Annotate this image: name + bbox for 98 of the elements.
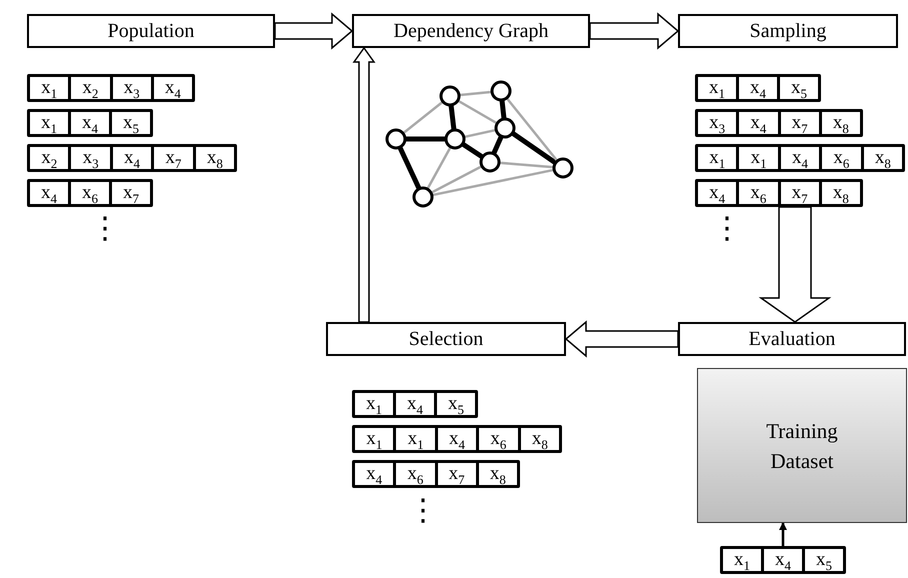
variable-cell-text: x$_{3}$ bbox=[708, 112, 726, 134]
variable-cell: x$_{6}$ bbox=[476, 428, 518, 450]
variable-cell: x$_{4}$ bbox=[110, 147, 152, 169]
variable-cell: x$_{1}$ bbox=[393, 428, 435, 450]
variable-cell: x$_{8}$ bbox=[818, 112, 860, 134]
variable-cell: x$_{7}$ bbox=[109, 182, 150, 204]
graph-vertex bbox=[552, 158, 574, 178]
variable-row bbox=[352, 425, 562, 453]
graph-vertex bbox=[494, 118, 516, 138]
graph-edge bbox=[402, 100, 444, 134]
variable-cell: x$_{5}$ bbox=[109, 112, 150, 134]
variable-row bbox=[352, 390, 478, 418]
variable-cell: x$_{8}$ bbox=[818, 182, 860, 204]
graph-vertex bbox=[412, 186, 434, 208]
dataset-box bbox=[697, 368, 907, 523]
variable-cell: x$_{8}$ bbox=[476, 463, 517, 485]
arrow bbox=[779, 522, 787, 546]
variable-cell-text: x$_{4}$ bbox=[708, 182, 726, 204]
stage-header: Population bbox=[27, 14, 275, 48]
graph-edge bbox=[458, 90, 492, 96]
variable-cell: x$_{6}$ bbox=[819, 147, 861, 169]
dataset-label: Training Dataset bbox=[765, 418, 839, 474]
ellipsis-dots: ⋮ bbox=[712, 212, 742, 246]
variable-row bbox=[27, 74, 195, 102]
variable-cell: x$_{4}$ bbox=[150, 77, 192, 99]
graph-edge bbox=[511, 131, 557, 165]
variable-cell-text: x$_{1}$ bbox=[708, 77, 726, 99]
graph-edge bbox=[506, 97, 558, 162]
graph-edge bbox=[405, 136, 446, 142]
variable-row bbox=[695, 74, 821, 102]
variable-cell: x$_{4}$ bbox=[393, 393, 434, 415]
variable-cell: x$_{7}$ bbox=[778, 182, 819, 204]
variable-cell: x$_{6}$ bbox=[393, 463, 434, 485]
variable-cell: x$_{4}$ bbox=[736, 77, 777, 99]
graph-vertex bbox=[444, 128, 466, 150]
variable-cell: x$_{4}$ bbox=[434, 428, 476, 450]
variable-cell-text: x$_{4}$ bbox=[40, 182, 58, 204]
variable-row bbox=[352, 460, 520, 488]
variable-cell-text: x$_{1}$ bbox=[365, 428, 384, 450]
variable-row bbox=[695, 179, 863, 207]
graph-vertex bbox=[440, 86, 460, 106]
variable-cell: x$_{7}$ bbox=[151, 147, 193, 169]
variable-cell: x$_{8}$ bbox=[860, 147, 902, 169]
variable-row bbox=[695, 109, 863, 137]
graph-vertex bbox=[386, 128, 406, 150]
graph-edge bbox=[464, 128, 496, 138]
variable-cell-text: x$_{1}$ bbox=[708, 147, 726, 169]
variable-row bbox=[695, 144, 905, 172]
variable-cell: x$_{8}$ bbox=[518, 428, 560, 450]
variable-cell: x$_{5}$ bbox=[434, 393, 475, 415]
stage-header: Selection bbox=[326, 322, 566, 356]
variable-cell: x$_{4}$ bbox=[778, 147, 820, 169]
block-arrow bbox=[758, 206, 832, 323]
graph-vertex bbox=[490, 80, 512, 102]
graph-edge bbox=[448, 104, 456, 130]
graph-edge bbox=[499, 100, 507, 120]
stage-header: Dependency Graph bbox=[352, 14, 590, 48]
block-arrow bbox=[274, 12, 354, 50]
variable-cell-text: x$_{1}$ bbox=[40, 112, 58, 134]
variable-row bbox=[27, 109, 153, 137]
graph-edge bbox=[498, 161, 554, 169]
variable-cell-text: x$_{4}$ bbox=[365, 463, 384, 485]
variable-cell: x$_{5}$ bbox=[802, 549, 843, 571]
block-arrow bbox=[352, 46, 376, 323]
variable-cell: x$_{3}$ bbox=[68, 147, 110, 169]
variable-cell: x$_{7}$ bbox=[434, 463, 476, 485]
variable-cell: x$_{3}$ bbox=[110, 77, 151, 99]
variable-row bbox=[720, 546, 846, 574]
variable-cell: x$_{2}$ bbox=[68, 77, 110, 99]
stage-header: Evaluation bbox=[678, 322, 906, 356]
variable-cell: x$_{8}$ bbox=[192, 147, 234, 169]
variable-cell: x$_{4}$ bbox=[736, 112, 778, 134]
graph-edge bbox=[398, 146, 422, 190]
variable-cell: x$_{1}$ bbox=[736, 147, 778, 169]
graph-edge bbox=[491, 135, 504, 155]
variable-cell-text: x$_{1}$ bbox=[733, 549, 751, 571]
variable-cell: x$_{6}$ bbox=[736, 182, 778, 204]
variable-cell-text: x$_{2}$ bbox=[40, 147, 58, 169]
stage-header: Sampling bbox=[678, 14, 898, 48]
block-arrow bbox=[589, 12, 680, 50]
graph-vertex bbox=[480, 152, 500, 172]
variable-cell-text: x$_{1}$ bbox=[365, 393, 383, 415]
variable-cell: x$_{6}$ bbox=[68, 182, 109, 204]
ellipsis-dots: ⋮ bbox=[408, 494, 438, 528]
variable-cell: x$_{4}$ bbox=[761, 549, 802, 571]
variable-cell-text: x$_{1}$ bbox=[40, 77, 58, 99]
variable-cell: x$_{4}$ bbox=[68, 112, 109, 134]
ellipsis-dots: ⋮ bbox=[90, 212, 120, 246]
block-arrow bbox=[564, 320, 679, 358]
graph-edge bbox=[430, 165, 483, 194]
variable-cell: x$_{7}$ bbox=[778, 112, 819, 134]
graph-edge bbox=[461, 142, 484, 160]
graph-edge bbox=[432, 168, 554, 196]
graph-edge bbox=[426, 146, 452, 190]
variable-row bbox=[27, 179, 153, 207]
variable-cell: x$_{5}$ bbox=[777, 77, 818, 99]
graph-edge bbox=[457, 99, 498, 125]
variable-row bbox=[27, 144, 237, 172]
